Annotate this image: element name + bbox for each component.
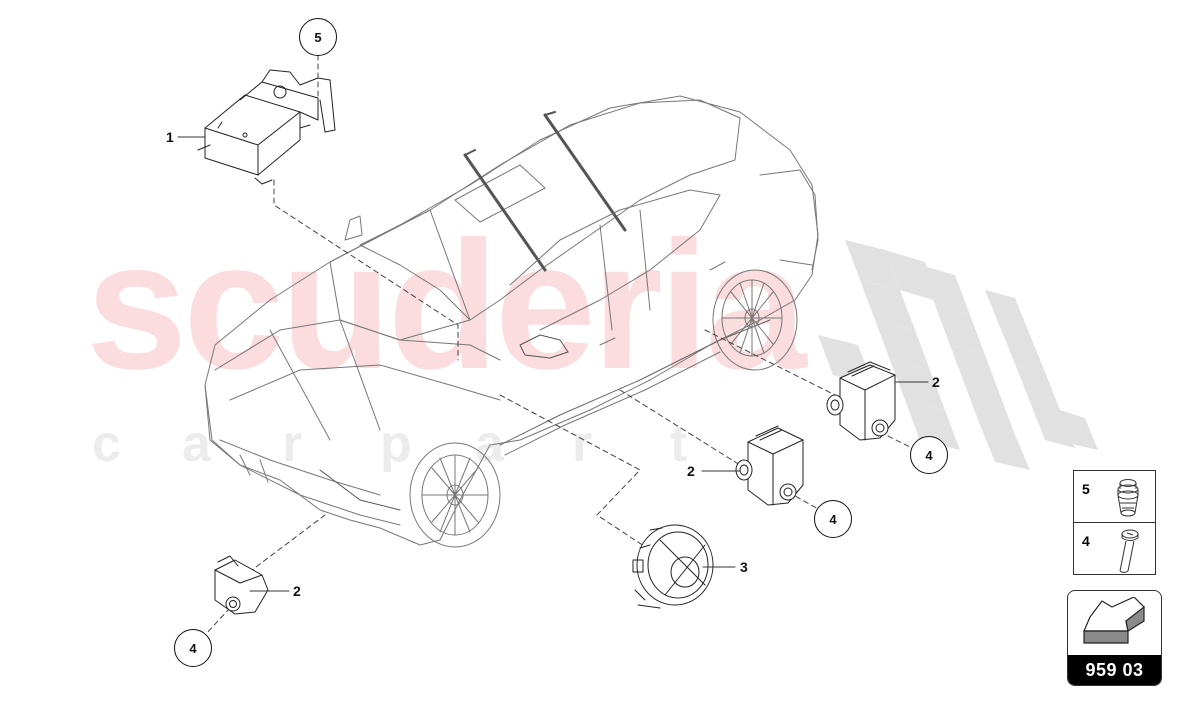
front-wheel <box>409 442 501 548</box>
callout-4-right-circle[interactable]: 4 <box>910 436 948 474</box>
rear-wheel <box>712 269 798 371</box>
section-nav-badge[interactable]: 959 03 <box>1067 590 1162 686</box>
side-crash-sensor-mid-drawing <box>735 425 804 506</box>
fastener-legend: 5 4 <box>1073 470 1156 575</box>
front-crash-sensor-drawing <box>214 555 269 615</box>
legend-number: 5 <box>1082 481 1090 497</box>
callout-4-mid-circle[interactable]: 4 <box>814 500 852 538</box>
callout-1-label[interactable]: 1 <box>166 129 174 145</box>
legend-row-4[interactable]: 4 <box>1074 523 1155 575</box>
pressure-sensor-drawing <box>632 524 714 609</box>
screw-bolt-icon <box>1119 529 1139 573</box>
side-crash-sensor-right-drawing <box>826 361 896 441</box>
legend-row-5[interactable]: 5 <box>1074 471 1155 523</box>
callout-2-mid-label[interactable]: 2 <box>687 463 695 479</box>
arrow-back-icon <box>1083 597 1145 644</box>
nut-fastener-icon <box>1117 479 1139 517</box>
legend-number: 4 <box>1082 533 1090 549</box>
callout-2-left-label[interactable]: 2 <box>293 583 301 599</box>
airbag-control-unit-drawing <box>197 69 336 185</box>
callout-3-label[interactable]: 3 <box>740 559 748 575</box>
callout-4-left-circle[interactable]: 4 <box>174 629 212 667</box>
callout-2-right-label[interactable]: 2 <box>932 374 940 390</box>
callout-5-circle[interactable]: 5 <box>299 18 337 56</box>
section-code: 959 03 <box>1068 655 1161 685</box>
car-outline <box>204 95 819 546</box>
